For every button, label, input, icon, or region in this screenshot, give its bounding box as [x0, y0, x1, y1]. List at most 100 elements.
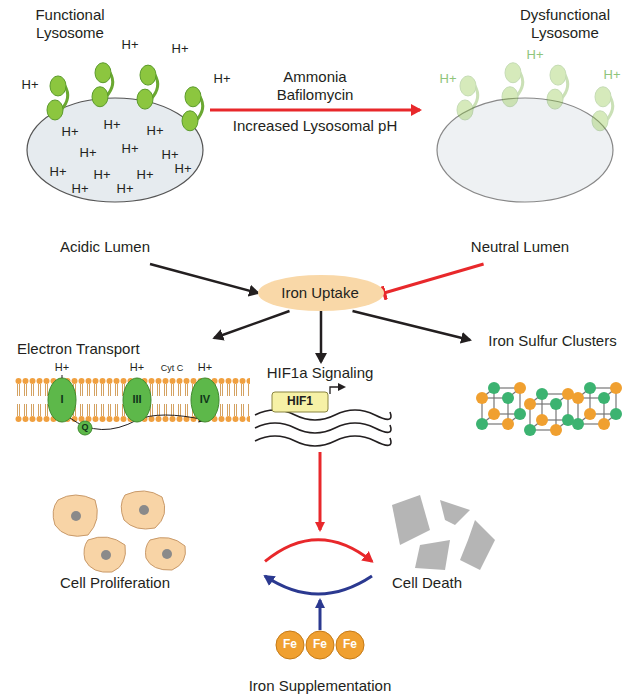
diagram-node: Cell Proliferation [40, 490, 265, 595]
annotation-label: IV [200, 393, 210, 405]
transcription-arrow [330, 387, 344, 394]
iron-ball [336, 631, 364, 659]
annotation-label: H+ [50, 165, 67, 179]
annotation-label: H+ [55, 361, 69, 373]
v-atpase [457, 76, 478, 120]
annotation-label: Q [81, 423, 88, 433]
v-atpase [47, 76, 68, 120]
pump-head [140, 65, 156, 85]
annotation-label: H+ [162, 148, 179, 162]
annotation-label: H+ [122, 38, 139, 52]
annotation-label: H+ [80, 146, 97, 160]
lysosome-body [437, 98, 613, 202]
diagram-node: Dysfunctional LysosomeNeutral Lumen [420, 6, 632, 264]
dna-strand [255, 436, 391, 446]
atom [524, 398, 536, 410]
atom [572, 418, 584, 430]
v-atpase [547, 65, 568, 109]
diagram-node: Iron Supplementation [230, 625, 412, 697]
process-oval: Iron Uptake [258, 275, 384, 311]
dna-strand [255, 423, 391, 433]
annotation-label: H+ [604, 68, 621, 82]
annotation-label: Fe [283, 638, 297, 651]
node-title: Electron Transport [17, 340, 177, 358]
iron-ball [276, 631, 304, 659]
v-atpase [182, 87, 203, 131]
pump-head [502, 87, 518, 107]
annotation-label: H+ [104, 118, 121, 132]
dead-cells [392, 495, 495, 570]
annotation-label: III [132, 393, 141, 405]
diagram-node: Iron Sulfur Clusters [470, 328, 637, 448]
pump-head [460, 76, 476, 96]
annotation-label: H+ [147, 124, 164, 138]
connector [353, 311, 471, 340]
atom [598, 392, 610, 404]
v-atpase [137, 65, 158, 109]
node-caption: Neutral Lumen [465, 238, 575, 256]
arrow-note: Increased Lysosomal pH [233, 118, 398, 135]
connector [265, 576, 372, 594]
annotation-label: H+ [62, 125, 79, 139]
pump-head [550, 65, 566, 85]
pump-head [182, 111, 198, 131]
fe-s-cube [524, 388, 574, 436]
pump-head [95, 63, 111, 83]
annotation-label: H+ [198, 361, 212, 373]
v-atpase [502, 63, 523, 107]
annotation-label: H+ [172, 42, 189, 56]
atom [610, 382, 622, 394]
atom [572, 392, 584, 404]
annotation-label: Cyt C [161, 364, 184, 374]
diagram-node: Cell Death [372, 490, 502, 595]
atom [476, 418, 488, 430]
pump-head [505, 63, 521, 83]
supplement-arrow [319, 600, 322, 630]
annotation-label: Fe [313, 638, 327, 651]
connector [320, 311, 323, 362]
pump-head [547, 89, 563, 109]
quinone [78, 421, 92, 435]
lipid-bilayer [15, 378, 250, 422]
annotation-label: H+ [72, 182, 89, 196]
annotation-label: H+ [22, 78, 39, 92]
atom [476, 392, 488, 404]
complex-i [48, 378, 76, 422]
pump-head [137, 89, 153, 109]
pump-head [50, 76, 66, 96]
atom [488, 382, 500, 394]
annotation-label: HIF1 [287, 395, 313, 408]
annotation-label: H+ [527, 48, 544, 62]
annotation-label: H+ [122, 142, 139, 156]
connector [384, 264, 484, 293]
node-title: Dysfunctional Lysosome [500, 6, 630, 42]
oval-fill [258, 275, 384, 311]
node-title: Iron Uptake [258, 284, 382, 302]
pump-head [185, 87, 201, 107]
node-title: Cell Proliferation [40, 574, 190, 592]
annotation-label: Fe [343, 638, 357, 651]
lysosome-body [27, 98, 203, 202]
annotation-label: H+ [175, 162, 192, 176]
iron-sulfur-cubes [476, 382, 622, 436]
node-caption: Acidic Lumen [50, 238, 160, 256]
connector [214, 311, 289, 338]
atom [536, 414, 548, 426]
fe-s-cube [476, 382, 526, 430]
complex-iv [191, 378, 219, 422]
atom [488, 408, 500, 420]
annotation-label: H+ [117, 182, 134, 196]
atom [502, 392, 514, 404]
node-title: Cell Death [372, 574, 482, 592]
connector [150, 264, 258, 293]
atom [514, 408, 526, 420]
pump-head [592, 111, 608, 131]
v-atpase [92, 63, 113, 107]
pump-head [92, 87, 108, 107]
connector [265, 540, 372, 562]
fe-s-cube [572, 382, 622, 430]
atom [550, 398, 562, 410]
complex-iii [123, 378, 151, 422]
diagram-node: HIF1a Signaling [250, 362, 392, 452]
v-atpase [592, 87, 613, 131]
